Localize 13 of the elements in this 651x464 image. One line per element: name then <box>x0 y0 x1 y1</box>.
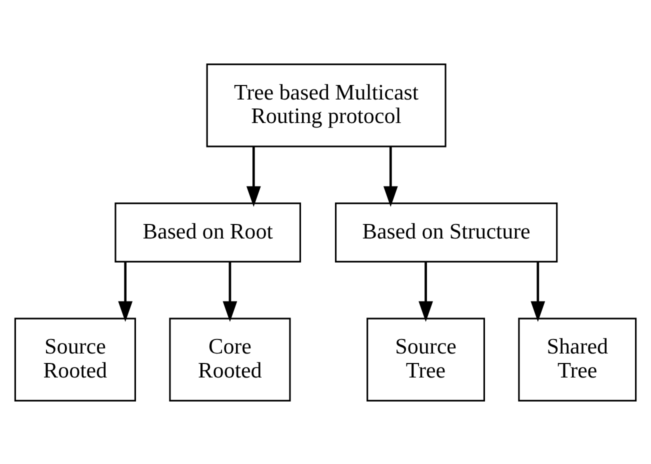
arrow <box>222 261 238 322</box>
node-box: Tree based Multicast Routing protocol <box>206 63 446 147</box>
arrow <box>418 261 433 322</box>
arrow <box>530 261 546 322</box>
node-box: Source Tree <box>366 317 485 401</box>
arrow <box>118 261 133 322</box>
arrow <box>246 146 261 206</box>
node-box: Based on Root <box>114 202 302 262</box>
node-box: Source Rooted <box>14 317 136 401</box>
node-box: Core Rooted <box>169 317 291 401</box>
arrow <box>383 146 398 206</box>
node-box: Based on Structure <box>334 202 558 262</box>
node-box: Shared Tree <box>518 317 637 401</box>
